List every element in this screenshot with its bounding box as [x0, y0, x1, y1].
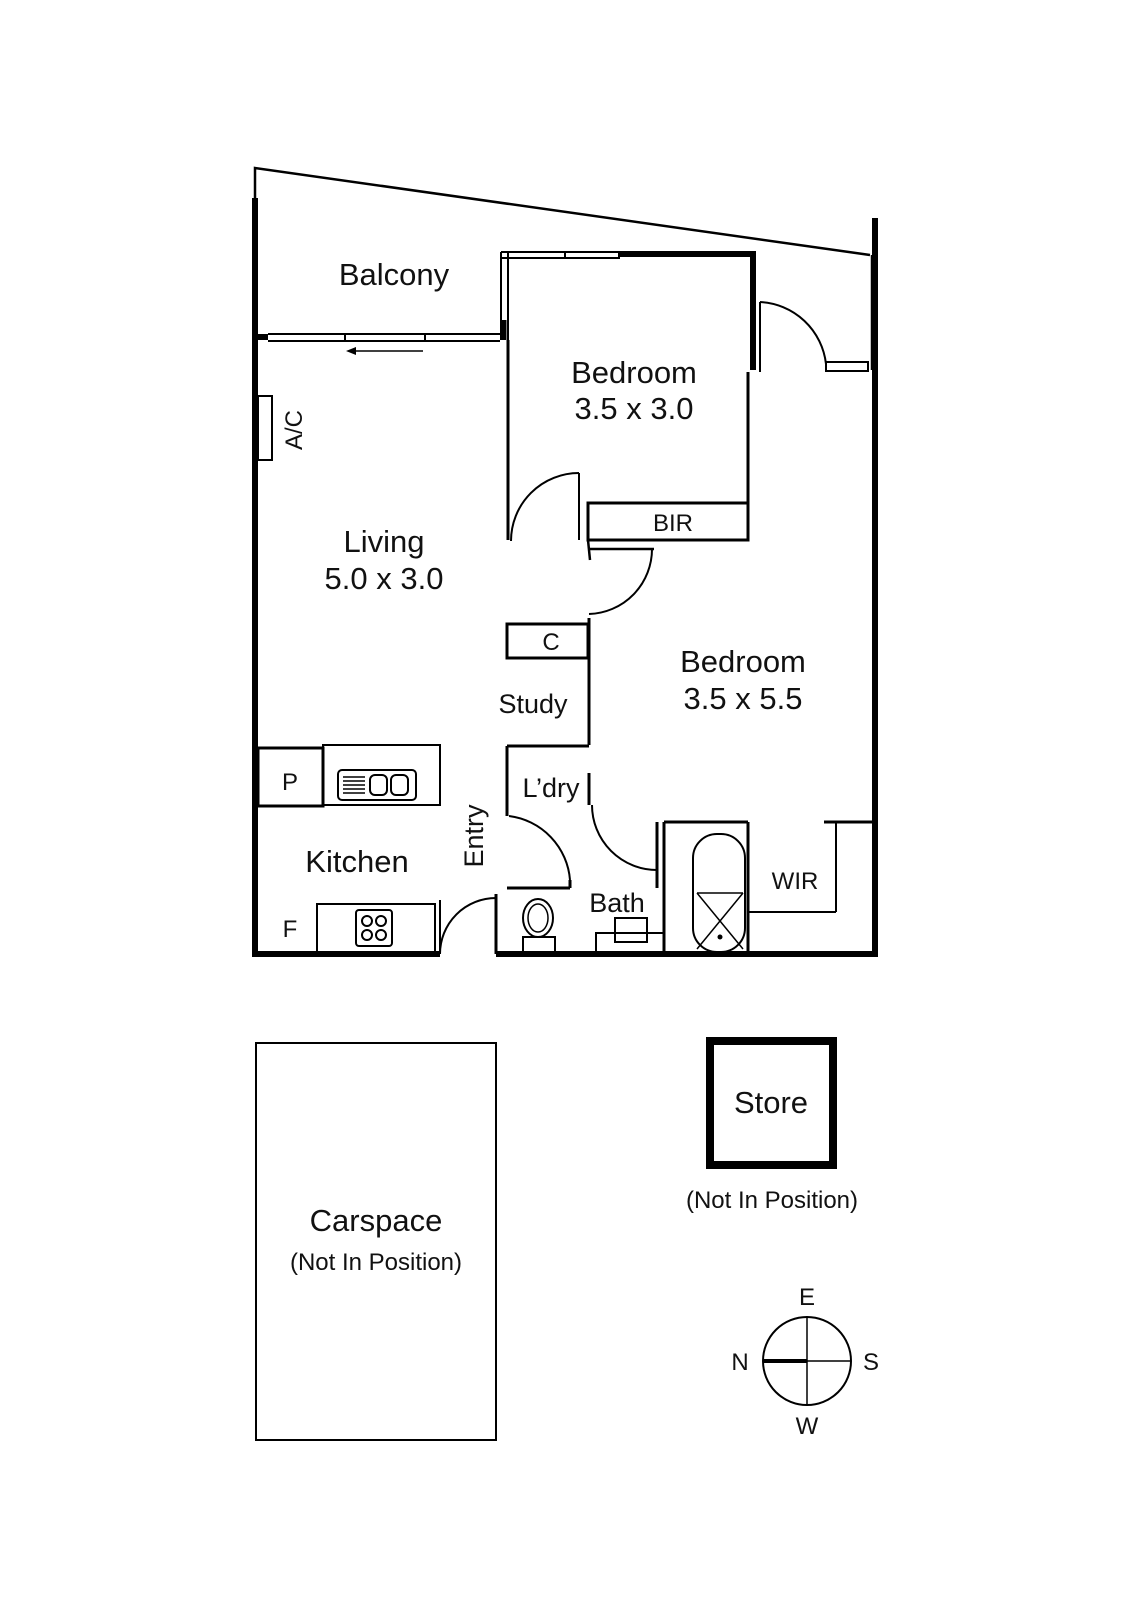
- room-size-bedroom-2: 3.5 x 5.5: [684, 681, 803, 716]
- store-label: Store: [734, 1085, 808, 1120]
- store-block: Store (Not In Position): [686, 1037, 858, 1214]
- carspace-block: Carspace (Not In Position): [255, 1042, 497, 1441]
- compass-north: N: [731, 1349, 748, 1376]
- room-label-study: Study: [498, 689, 568, 719]
- doors: [439, 301, 869, 955]
- room-size-living: 5.0 x 3.0: [325, 561, 444, 596]
- room-label-wir: WIR: [772, 868, 819, 895]
- room-label-fridge: F: [283, 916, 298, 943]
- shower-icon: [692, 833, 746, 953]
- room-label-bedroom-2: Bedroom: [680, 644, 806, 679]
- fixtures: [257, 395, 746, 954]
- room-label-kitchen: Kitchen: [305, 844, 408, 879]
- store-note: (Not In Position): [686, 1187, 858, 1214]
- sink-icon: [337, 769, 417, 801]
- compass-south: S: [863, 1349, 879, 1376]
- ac-unit: [257, 395, 273, 461]
- room-label-pantry: P: [282, 769, 298, 796]
- room-label-laundry: L’dry: [522, 773, 580, 803]
- toilet-icon: [522, 898, 556, 953]
- compass-icon: E N S W: [731, 1284, 879, 1440]
- carspace-label: Carspace: [310, 1203, 443, 1238]
- room-size-bedroom-1: 3.5 x 3.0: [575, 391, 694, 426]
- compass-west: W: [796, 1413, 819, 1440]
- room-label-living: Living: [344, 524, 425, 559]
- room-label-bir: BIR: [653, 510, 693, 537]
- basin-icon: [595, 917, 665, 954]
- room-label-balcony: Balcony: [339, 257, 450, 292]
- ac-label: A/C: [281, 410, 308, 450]
- cooktop-icon: [355, 909, 393, 947]
- compass-east: E: [799, 1284, 815, 1311]
- room-label-cupboard: C: [542, 629, 559, 656]
- walls: [252, 166, 878, 957]
- room-label-bath: Bath: [589, 888, 645, 918]
- room-label-entry: Entry: [459, 804, 489, 868]
- carspace-note: (Not In Position): [290, 1249, 462, 1276]
- room-label-bedroom-1: Bedroom: [571, 355, 697, 390]
